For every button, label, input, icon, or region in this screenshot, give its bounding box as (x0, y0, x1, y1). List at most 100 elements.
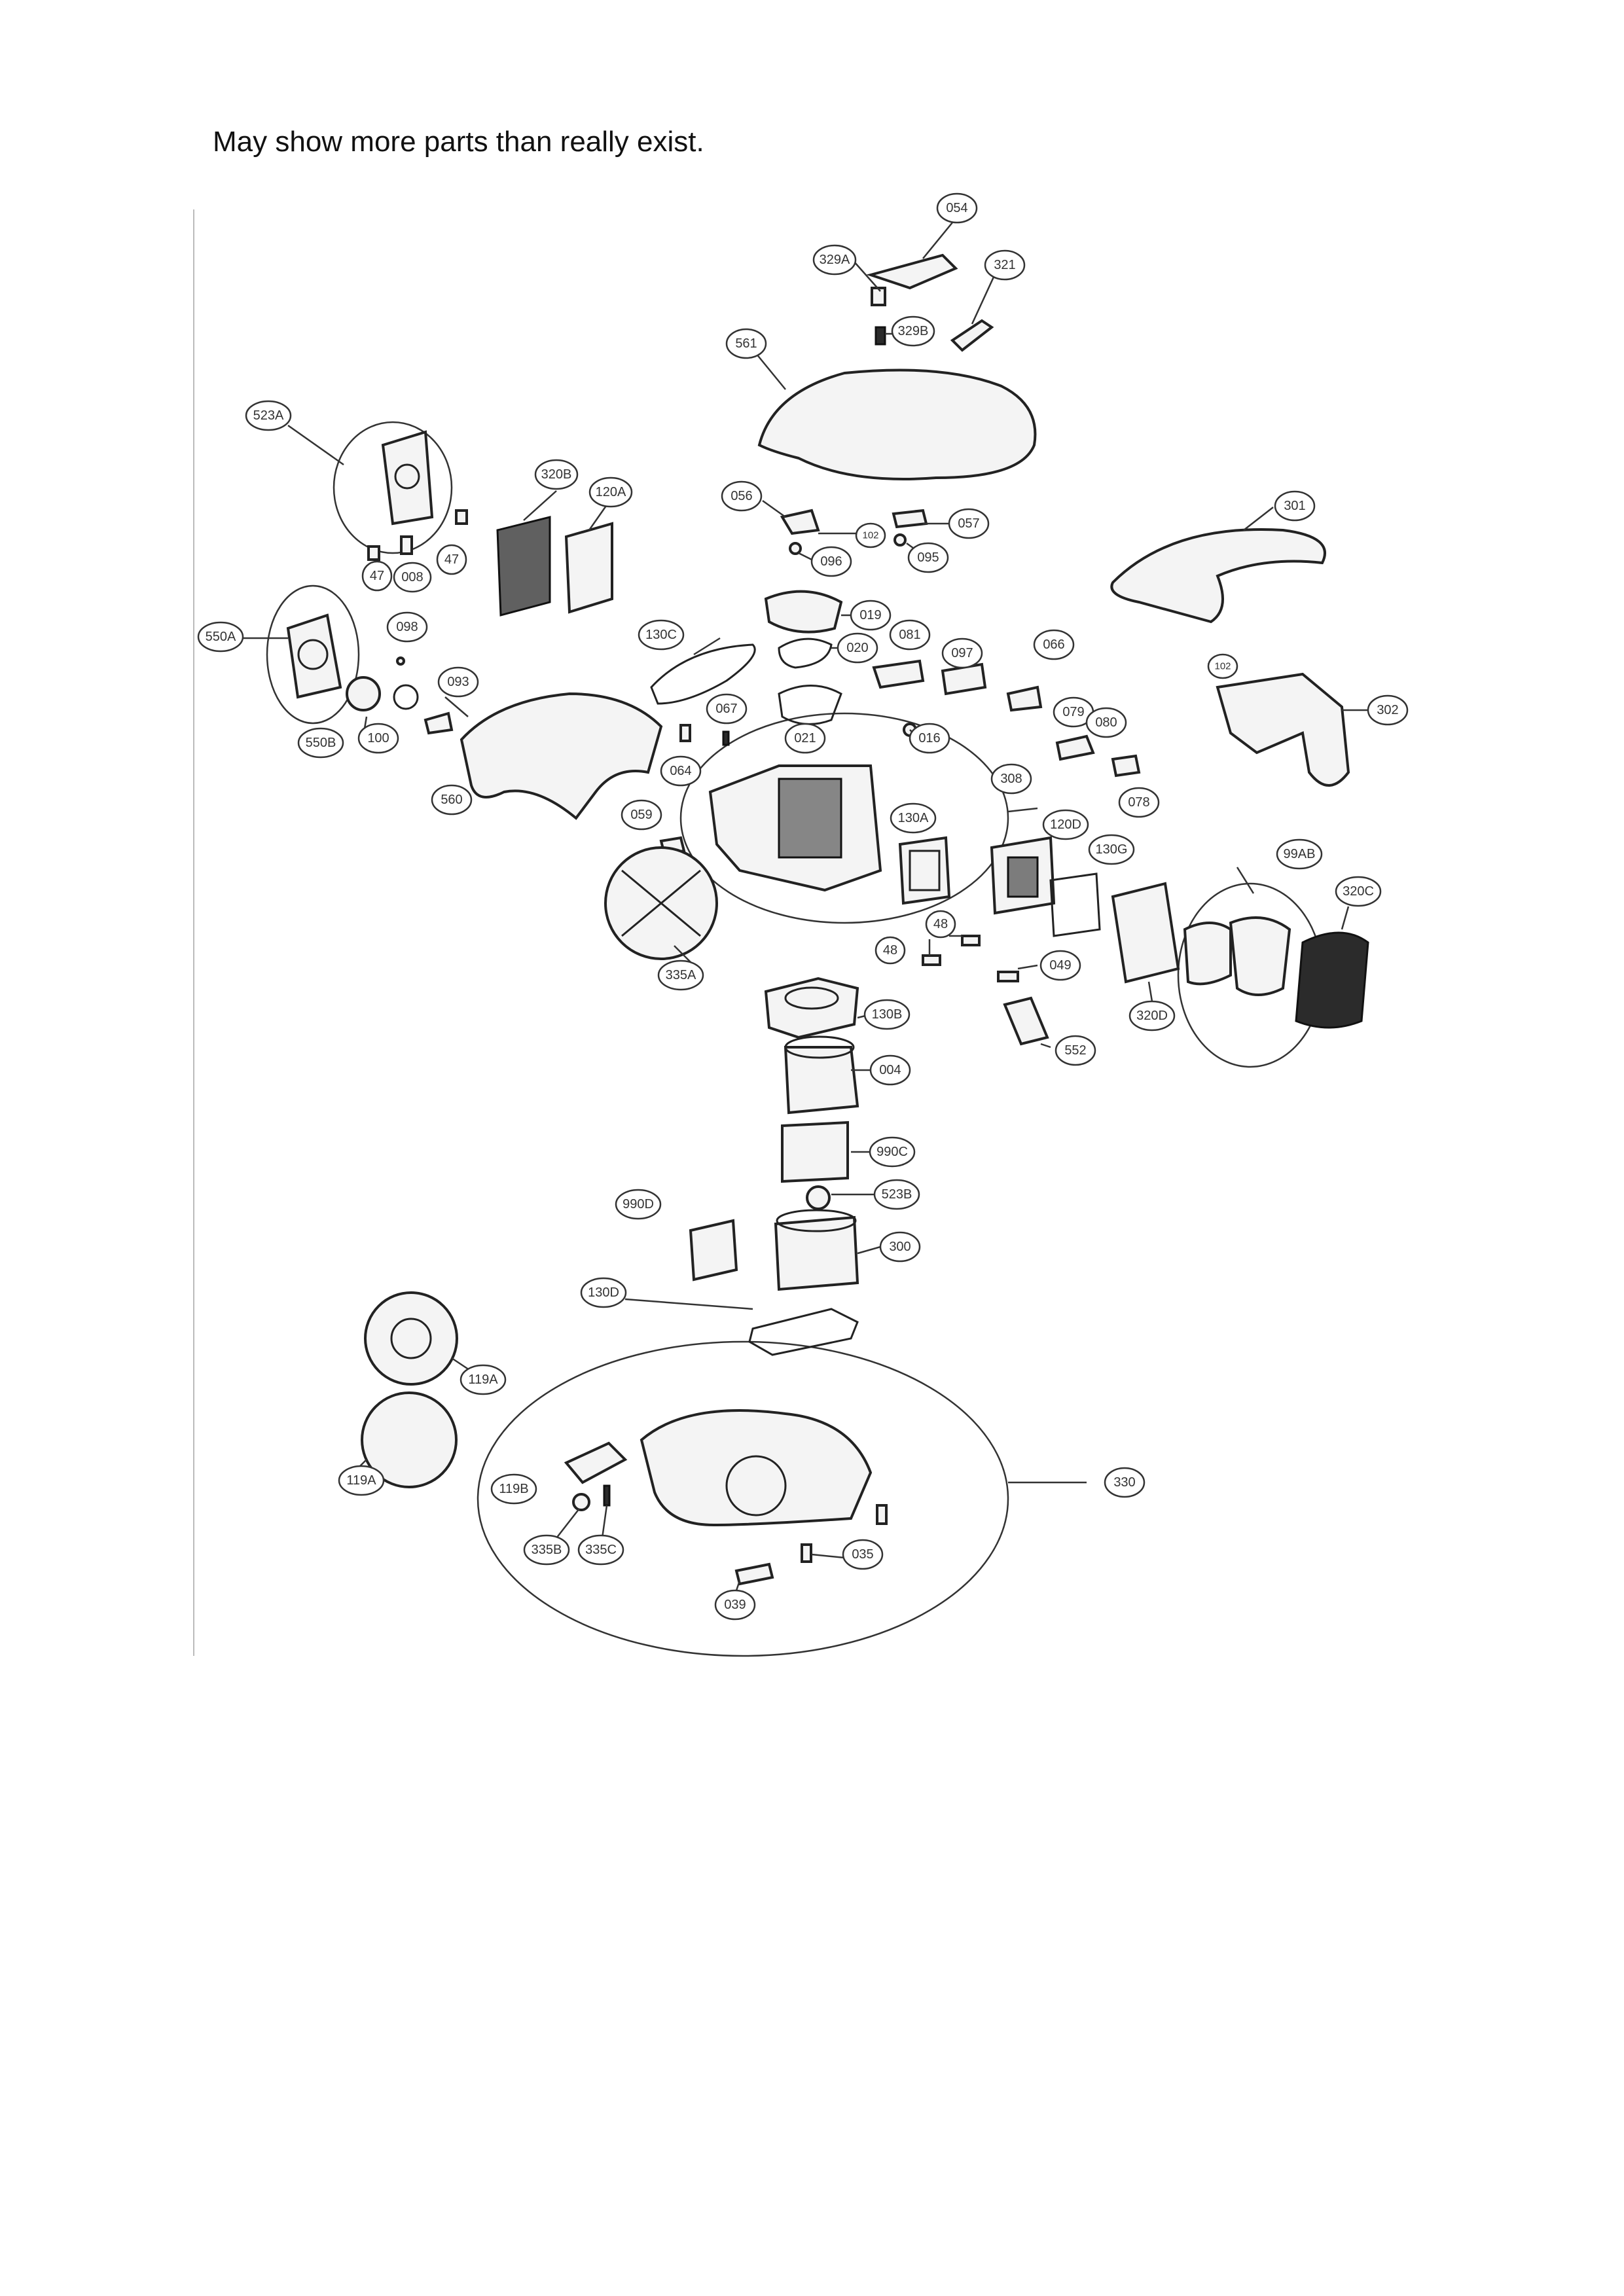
callout-label: 130A (898, 811, 929, 825)
callout-label: 119A (468, 1372, 498, 1387)
callout-label: 059 (630, 808, 652, 822)
part-561 (757, 368, 1037, 480)
callout-label: 066 (1043, 637, 1064, 652)
part-100 (393, 684, 419, 710)
callout: 300 (879, 1231, 921, 1263)
callout-label: 320D (1136, 1009, 1168, 1023)
callout-label: 004 (879, 1063, 901, 1077)
part-119A-b (361, 1391, 458, 1488)
callout: 990C (869, 1136, 916, 1168)
part-48-a (922, 954, 941, 966)
callout-label: 008 (401, 570, 423, 584)
group-330 (477, 1340, 1009, 1657)
callout-label: 560 (441, 793, 462, 807)
callout-label: 47 (370, 569, 384, 583)
callout-label: 097 (951, 646, 973, 660)
part-320D (1111, 882, 1180, 984)
callout: 990D (615, 1189, 662, 1220)
callout-label: 523B (882, 1187, 912, 1202)
callout: 329A (812, 244, 857, 276)
callout: 560 (431, 784, 473, 816)
callout-label: 098 (396, 620, 418, 634)
callout: 308 (990, 763, 1032, 795)
callout: 47 (361, 560, 393, 592)
part-019 (764, 590, 843, 634)
callout: 320D (1128, 1000, 1176, 1031)
diagram-note: May show more parts than really exist. (213, 126, 704, 158)
callout-label: 039 (724, 1598, 746, 1612)
callout: 120A (588, 476, 633, 508)
part-078 (1111, 754, 1141, 778)
group-550A (266, 584, 360, 725)
part-039 (734, 1562, 774, 1586)
part-552 (1003, 996, 1049, 1046)
callout: 019 (850, 600, 892, 631)
callout-label: 096 (820, 554, 842, 569)
part-47-b (455, 509, 468, 525)
callout: 120D (1042, 809, 1089, 840)
callout: 335C (577, 1534, 624, 1566)
callout: 059 (621, 799, 662, 831)
part-093 (424, 711, 454, 735)
part-320C (1295, 931, 1369, 1029)
callout-label: 48 (883, 943, 897, 958)
callout-label: 335B (532, 1543, 562, 1557)
callout-label: 080 (1095, 715, 1117, 730)
callout-label: 308 (1000, 772, 1022, 786)
part-300 (774, 1215, 859, 1291)
callout: 552 (1055, 1035, 1096, 1066)
callout-label: 067 (715, 702, 737, 716)
part-990C (781, 1121, 849, 1183)
callout: 016 (909, 723, 950, 754)
callout: 119B (490, 1473, 537, 1505)
part-550A (286, 613, 342, 699)
part-064 (679, 724, 691, 742)
callout: 067 (706, 693, 748, 725)
part-560 (460, 692, 663, 820)
callout-label: 561 (735, 336, 757, 351)
part-120A (564, 522, 613, 614)
part-99AB (1183, 922, 1232, 986)
part-119A-a (364, 1291, 458, 1386)
callout-label: 035 (852, 1547, 873, 1562)
part-057 (892, 509, 928, 529)
part-330 (640, 1409, 873, 1527)
callout: 102 (1207, 653, 1238, 679)
callout-label: 064 (670, 764, 691, 778)
parts (286, 253, 1369, 1586)
group-308 (679, 712, 1009, 924)
part-119B (564, 1441, 628, 1484)
part-329A (871, 287, 886, 306)
callout-label: 130C (645, 628, 677, 642)
part-335B (572, 1493, 590, 1511)
callout: 096 (810, 546, 852, 577)
callout: 035 (842, 1539, 884, 1570)
callout-label: 990D (623, 1197, 654, 1211)
callout: 119A (460, 1364, 507, 1395)
callout-label: 300 (889, 1240, 911, 1254)
part-008 (400, 535, 413, 555)
part-097 (941, 662, 987, 696)
callout-label: 130G (1096, 842, 1128, 857)
part-329B (875, 326, 886, 346)
callout-label: 019 (859, 608, 881, 622)
part-130C (650, 643, 756, 705)
callout-label: 119A (346, 1473, 376, 1488)
part-020 (778, 637, 833, 669)
part-035-a (876, 1504, 888, 1525)
callout: 102 (855, 522, 886, 548)
callout-label: 523A (253, 408, 284, 423)
callout-label: 47 (444, 552, 459, 567)
part-301 (1110, 528, 1326, 624)
callout-label: 020 (846, 641, 868, 655)
callout-label: 335C (585, 1543, 617, 1557)
part-302 (1216, 672, 1350, 787)
callout-label: 330 (1113, 1475, 1135, 1490)
callout-label: 550A (206, 630, 236, 644)
callout: 081 (889, 619, 931, 651)
part-021 (778, 685, 842, 725)
callout-label: 120D (1050, 817, 1081, 832)
callout: 020 (837, 632, 878, 664)
part-096 (789, 542, 802, 555)
part-990D (689, 1219, 738, 1282)
